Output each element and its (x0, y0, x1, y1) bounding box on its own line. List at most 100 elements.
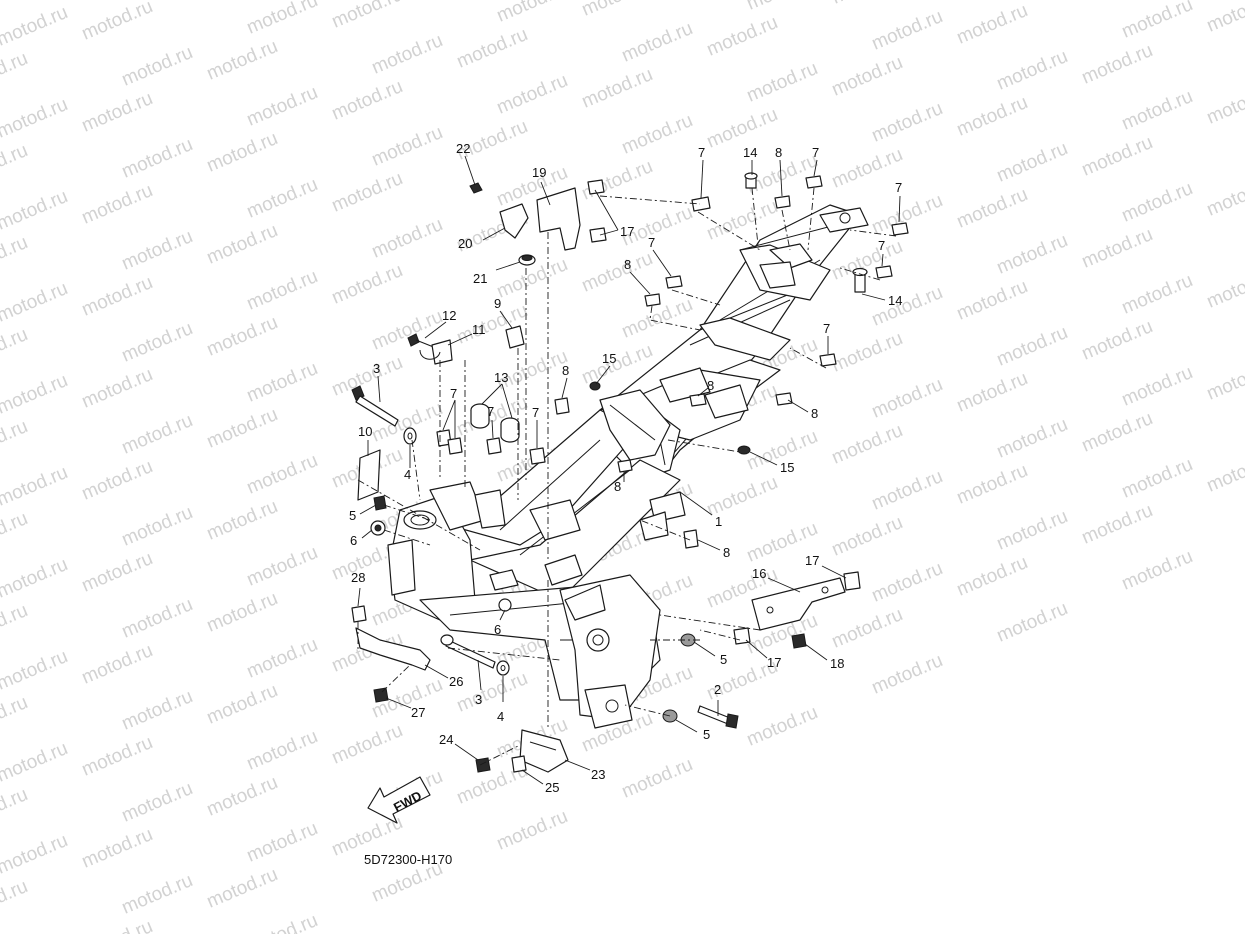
watermark-text: motod.ru (0, 370, 71, 419)
watermark-text: motod.ru (829, 0, 906, 9)
watermark-text: motod.ru (744, 702, 821, 751)
watermark-text: motod.ru (454, 668, 531, 717)
watermark-text: motod.ru (244, 174, 321, 223)
callout-1: 1 (715, 514, 722, 529)
watermark-text: motod.ru (1204, 356, 1245, 405)
watermark-text: motod.ru (579, 64, 656, 113)
watermark-text: motod.ru (0, 278, 71, 327)
watermark-text: motod.ru (619, 110, 696, 159)
callout-4: 4 (497, 709, 504, 724)
watermark-text: motod.ru (1079, 408, 1156, 457)
callout-19: 19 (532, 165, 546, 180)
watermark-text: motod.ru (0, 232, 31, 281)
callout-15: 15 (602, 351, 616, 366)
watermark-text: motod.ru (119, 870, 196, 919)
watermark-text: motod.ru (79, 180, 156, 229)
watermark-text: motod.ru (494, 806, 571, 855)
watermark-text: motod.ru (119, 134, 196, 183)
watermark-text: motod.ru (1079, 500, 1156, 549)
watermark-text: motod.ru (79, 640, 156, 689)
watermark-text: motod.ru (204, 772, 281, 821)
watermark-text: motod.ru (869, 466, 946, 515)
watermark-text: motod.ru (869, 374, 946, 423)
watermark-text: motod.ru (829, 604, 906, 653)
watermark-text: motod.ru (1204, 264, 1245, 313)
callout-26: 26 (449, 674, 463, 689)
watermark-text: motod.ru (329, 168, 406, 217)
watermark-text: motod.ru (994, 46, 1071, 95)
callout-7: 7 (895, 180, 902, 195)
watermark-text: motod.ru (204, 404, 281, 453)
watermark-text: motod.ru (204, 588, 281, 637)
watermark-text: motod.ru (369, 214, 446, 263)
callout-16: 16 (752, 566, 766, 581)
watermark-text: motod.ru (954, 368, 1031, 417)
watermark-text: motod.ru (0, 784, 31, 833)
watermark-text: motod.ru (0, 738, 71, 787)
callout-12: 12 (442, 308, 456, 323)
watermark-text: motod.ru (0, 48, 31, 97)
watermark-text: motod.ru (79, 456, 156, 505)
watermark-text: motod.ru (869, 650, 946, 699)
watermark-text: motod.ru (0, 324, 31, 373)
watermark-text: motod.ru (244, 818, 321, 867)
watermark-text: motod.ru (329, 0, 406, 33)
watermark-text: motod.ru (0, 416, 31, 465)
watermark-text: motod.ru (244, 542, 321, 591)
callout-2: 2 (714, 682, 721, 697)
watermark-text: motod.ru (869, 98, 946, 147)
callout-18: 18 (830, 656, 844, 671)
watermark-text: motod.ru (204, 220, 281, 269)
callout-7: 7 (823, 321, 830, 336)
watermark-text: motod.ru (204, 680, 281, 729)
watermark-text: motod.ru (994, 414, 1071, 463)
callout-17: 17 (805, 553, 819, 568)
callout-17: 17 (620, 224, 634, 239)
callout-24: 24 (439, 732, 453, 747)
callout-7: 7 (698, 145, 705, 160)
watermark-text: motod.ru (1204, 448, 1245, 497)
watermark-text: motod.ru (994, 0, 1071, 3)
watermark-text: motod.ru (244, 450, 321, 499)
watermark-text: motod.ru (244, 910, 321, 934)
watermark-text: motod.ru (829, 236, 906, 285)
callout-23: 23 (591, 767, 605, 782)
watermark-text: motod.ru (1119, 270, 1196, 319)
callout-8: 8 (723, 545, 730, 560)
callout-7: 7 (487, 404, 494, 419)
watermark-text: motod.ru (1079, 224, 1156, 273)
watermark-text: motod.ru (244, 82, 321, 131)
watermark-text: motod.ru (0, 508, 31, 557)
watermark-text: motod.ru (994, 230, 1071, 279)
watermark-text: motod.ru (1204, 172, 1245, 221)
watermark-text: motod.ru (1119, 178, 1196, 227)
callout-8: 8 (614, 479, 621, 494)
watermark-text: motod.ru (954, 460, 1031, 509)
watermark-text: motod.ru (1079, 316, 1156, 365)
callout-3: 3 (373, 361, 380, 376)
callout-7: 7 (812, 145, 819, 160)
watermark-text: motod.ru (704, 12, 781, 61)
callout-6: 6 (494, 622, 501, 637)
watermark-text: motod.ru (994, 138, 1071, 187)
watermark-text: motod.ru (579, 0, 656, 21)
callout-14: 14 (743, 145, 757, 160)
callout-labels: 22 19 20 17 21 7 14 8 7 7 7 7 14 7 8 12 … (349, 141, 902, 795)
watermark-text: motod.ru (0, 94, 71, 143)
callout-11: 11 (472, 322, 486, 337)
watermark-text: motod.ru (1119, 546, 1196, 595)
watermark-text: motod.ru (954, 552, 1031, 601)
watermark-text: motod.ru (994, 322, 1071, 371)
watermark-text: motod.ru (0, 462, 71, 511)
watermark-text: motod.ru (869, 6, 946, 55)
callout-13: 13 (494, 370, 508, 385)
watermark-text: motod.ru (79, 916, 156, 934)
watermark-text: motod.ru (1079, 40, 1156, 89)
watermark-text: motod.ru (204, 496, 281, 545)
watermark-text: motod.ru (829, 52, 906, 101)
watermark-text: motod.ru (1119, 362, 1196, 411)
watermark-text: motod.ru (79, 732, 156, 781)
callout-28: 28 (351, 570, 365, 585)
watermark-text: motod.ru (244, 266, 321, 315)
